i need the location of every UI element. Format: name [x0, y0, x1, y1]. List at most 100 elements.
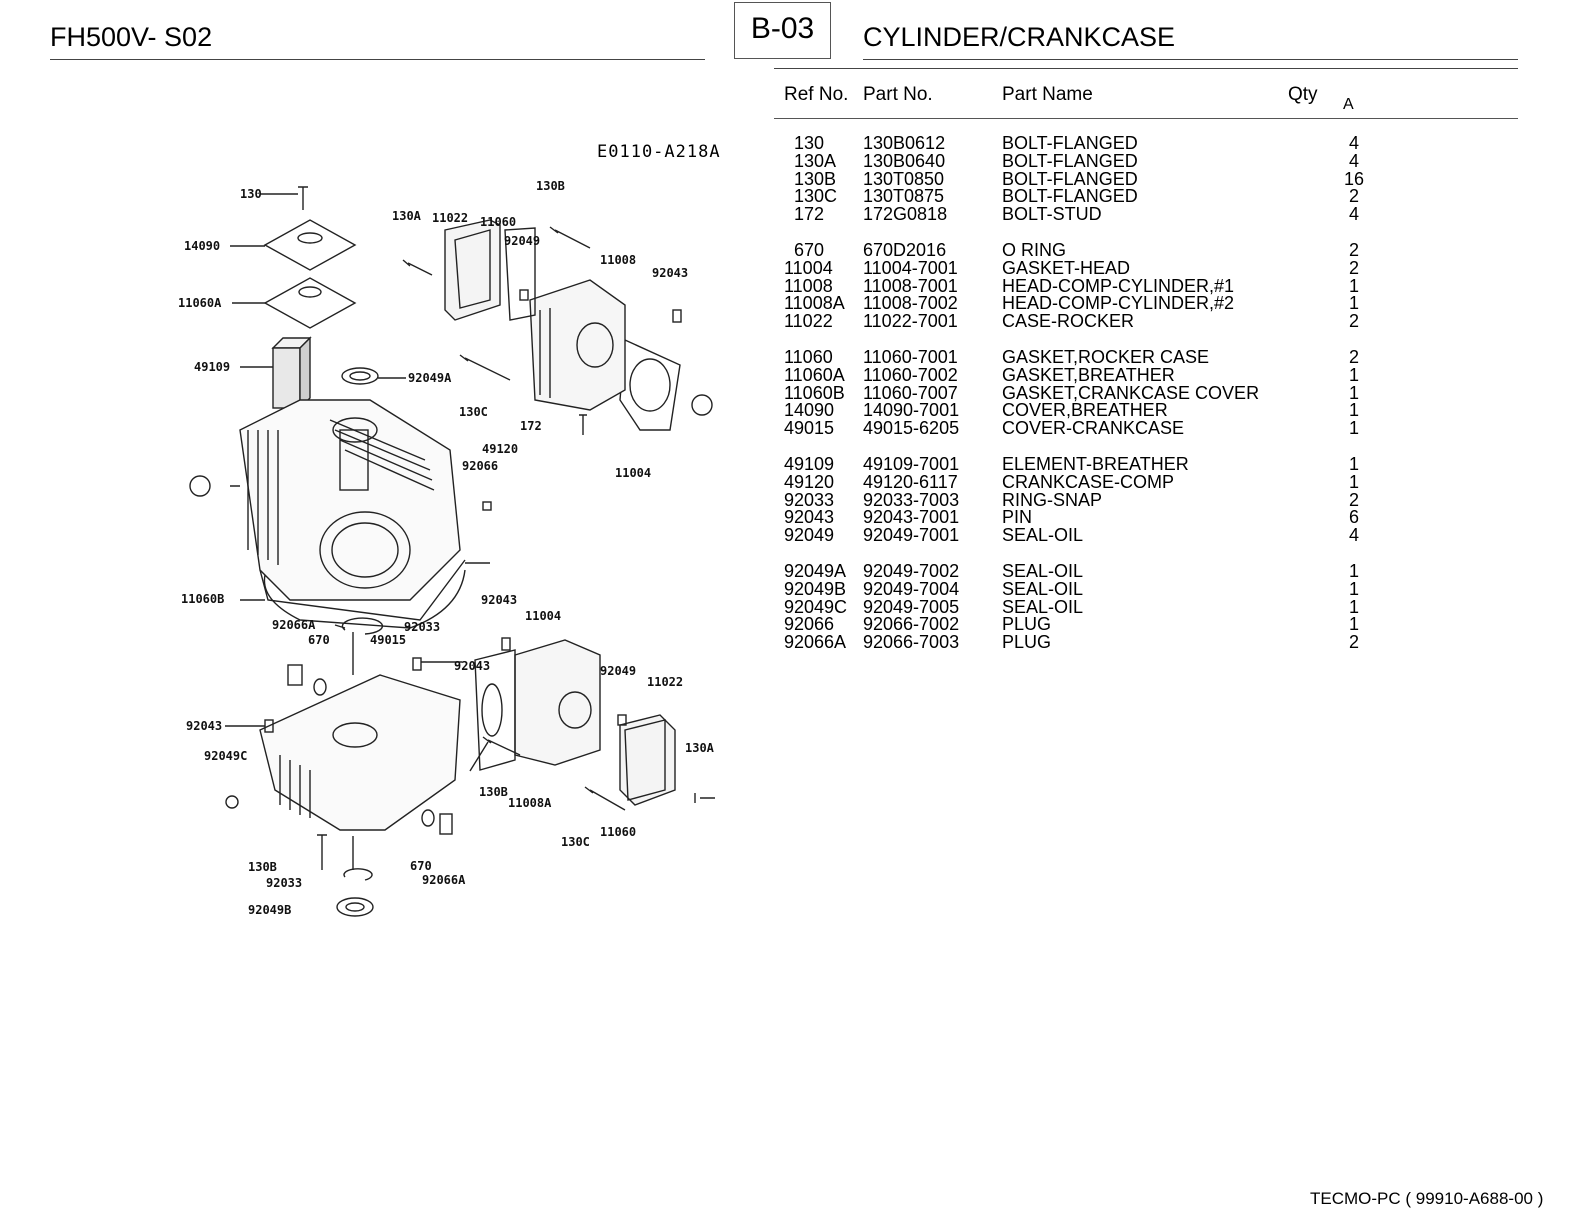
callout-label: 130B [479, 785, 508, 799]
model-underline [50, 59, 705, 60]
col-header-qty: Qty [1288, 84, 1318, 105]
callout-label: 92043 [454, 659, 490, 673]
callout-label: 130B [536, 179, 565, 193]
table-cell-part: 11022-7001 [863, 311, 958, 332]
table-cell-part: 92049-7001 [863, 525, 960, 546]
table-cell-part: 11060-7002 [863, 364, 958, 385]
table-cell-qty: 2 [1348, 489, 1359, 510]
table-cell-name: SEAL-OIL [1002, 578, 1084, 599]
table-cell-ref: 49015 [784, 418, 835, 439]
col-header-ref: Ref No. [784, 84, 849, 105]
col-header-part: Part No. [863, 84, 933, 105]
callout-label: 92043 [652, 266, 688, 280]
table-cell-part: 92049-7002 [863, 561, 960, 581]
callout-label: 92049A [408, 371, 452, 385]
table-cell-part: 49015-6205 [863, 418, 960, 439]
table-cell-name: PLUG [1002, 614, 1052, 635]
footer-doc-id: TECMO-PC ( 99910-A688-00 ) [1310, 1189, 1544, 1208]
callout-label: 130B [248, 860, 277, 874]
table-cell-qty: 6 [1348, 507, 1359, 528]
table-cell-ref: 11060 [784, 347, 833, 367]
callout-label: 11060 [480, 215, 516, 229]
ref-circle-a-left [189, 475, 211, 497]
table-cell-ref: 92049B [784, 578, 847, 599]
table-cell-name: ELEMENT-BREATHER [1002, 454, 1189, 474]
table-cell-name: COVER,BREATHER [1002, 400, 1168, 421]
table-cell-part: 92066-7003 [863, 632, 960, 653]
table-cell-ref: 11060A [784, 364, 845, 385]
col-header-qty-sub: A [1343, 96, 1354, 113]
table-cell-name: BOLT-STUD [1002, 204, 1102, 225]
table-cell-part: 11060-7001 [863, 347, 958, 367]
table-cell-ref: 92066A [784, 632, 847, 653]
callout-label: 130A [685, 741, 715, 755]
table-cell-ref: 130C [794, 186, 838, 207]
table-cell-ref: 92049A [784, 561, 847, 581]
table-cell-qty: 1 [1348, 400, 1359, 421]
callout-label: 11060 [600, 825, 636, 839]
table-cell-name: COVER-CRANKCASE [1002, 418, 1185, 439]
callout-label: 172 [520, 419, 542, 433]
callout-label: 92049C [204, 749, 247, 763]
table-cell-part: 11004-7001 [863, 257, 958, 278]
table-cell-name: GASKET,ROCKER CASE [1002, 347, 1210, 367]
model-title: FH500V- S02 [50, 22, 213, 52]
table-cell-qty: 4 [1348, 133, 1359, 153]
table-cell-ref: 11022 [784, 311, 833, 332]
table-cell-qty: 4 [1348, 150, 1359, 171]
callout-label: 92043 [481, 593, 517, 607]
table-cell-part: 130T0850 [863, 168, 945, 189]
section-code-box: B-03 [734, 2, 831, 59]
table-cell-qty: 4 [1348, 525, 1359, 546]
table-cell-ref: 14090 [784, 400, 835, 421]
callout-label: 11004 [525, 609, 561, 623]
callout-label: 92033 [404, 620, 440, 634]
callout-label: 92033 [266, 876, 302, 890]
table-cell-part: 11008-7002 [863, 293, 958, 314]
callout-label: 92043 [186, 719, 222, 733]
table-cell-qty: 1 [1348, 578, 1359, 599]
callout-label: 670 [308, 633, 330, 647]
callout-label: 130A [392, 209, 422, 223]
table-cell-qty: 1 [1348, 364, 1359, 385]
diagram-code: E0110-A218A [597, 142, 721, 162]
table-cell-ref: 92066 [784, 614, 835, 635]
table-cell-part: 11060-7007 [863, 382, 958, 403]
header-rule [774, 118, 1518, 119]
table-cell-qty: 4 [1348, 204, 1359, 225]
callout-label: 49015 [370, 633, 406, 647]
callout-label: 11022 [432, 211, 468, 225]
callout-label: 130C [459, 405, 488, 419]
table-cell-qty: 2 [1348, 311, 1359, 332]
table-cell-name: BOLT-FLANGED [1002, 186, 1138, 207]
table-cell-qty: 1 [1348, 596, 1359, 617]
table-cell-ref: 49109 [784, 454, 835, 474]
table-cell-qty: 16 [1343, 168, 1365, 189]
table-cell-qty: 2 [1348, 347, 1359, 367]
table-cell-qty: 2 [1348, 240, 1359, 260]
callout-label: 92049 [600, 664, 636, 678]
table-cell-name: CRANKCASE-COMP [1002, 471, 1175, 492]
callout-label: 14090 [184, 239, 220, 253]
callout-label: 92049 [504, 234, 540, 248]
table-cell-name: PIN [1002, 507, 1033, 528]
section-title: CYLINDER/CRANKCASE [863, 22, 1176, 52]
table-cell-part: 14090-7001 [863, 400, 960, 421]
callout-label: 11060B [181, 592, 224, 606]
table-cell-ref: 92033 [784, 489, 835, 510]
table-cell-name: GASKET,BREATHER [1002, 364, 1175, 385]
callout-label: 11008 [600, 253, 636, 267]
table-cell-part: 49109-7001 [863, 454, 960, 474]
table-cell-ref: 92049C [784, 596, 848, 617]
table-cell-qty: 1 [1348, 471, 1359, 492]
table-cell-part: 130T0875 [863, 186, 945, 207]
table-cell-ref: 670 [794, 240, 825, 260]
table-cell-ref: 92043 [784, 507, 835, 528]
table-cell-name: PLUG [1002, 632, 1052, 653]
table-cell-qty: 2 [1348, 632, 1359, 653]
table-cell-ref: 49120 [784, 471, 835, 492]
table-cell-name: RING-SNAP [1002, 489, 1103, 510]
table-cell-name: BOLT-FLANGED [1002, 168, 1138, 189]
table-cell-part: 92066-7002 [863, 614, 960, 635]
